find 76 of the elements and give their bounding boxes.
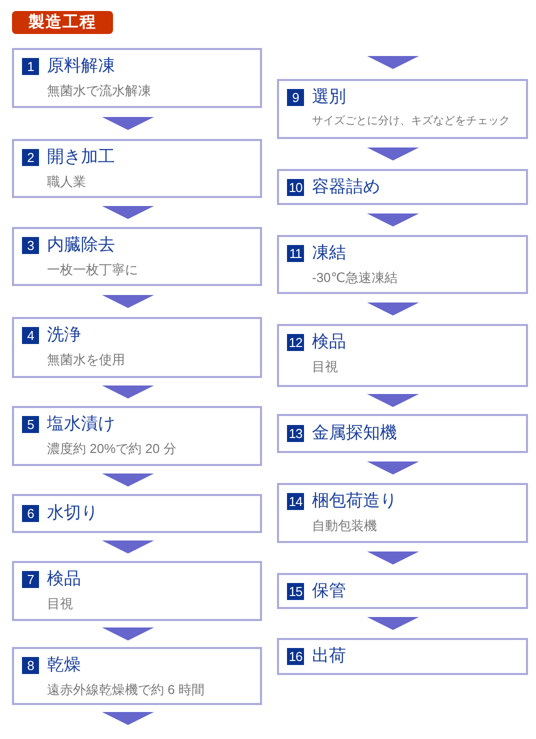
process-box: [277, 79, 528, 139]
process-box: [277, 169, 528, 205]
arrow: [367, 56, 419, 69]
process-box: [12, 561, 262, 621]
step-description: 濃度約 20%で約 20 分: [47, 441, 176, 456]
step-title: 開き加工: [47, 148, 115, 166]
arrow: [102, 295, 154, 308]
step-description: 目視: [312, 359, 338, 374]
step-description: 自動包装機: [312, 518, 377, 533]
step-number-badge: 10: [287, 179, 304, 196]
arrow: [367, 462, 419, 474]
step-title: 内臓除去: [47, 236, 115, 254]
arrow: [367, 302, 419, 316]
arrow: [102, 540, 154, 554]
step-number-badge: 15: [287, 583, 304, 600]
step-description: 一枚一枚丁寧に: [47, 262, 138, 277]
process-box: [277, 638, 528, 675]
step-title: 凍結: [312, 244, 346, 262]
step-number-badge: 6: [22, 505, 39, 522]
arrow: [102, 117, 154, 130]
step-description: 職人業: [47, 174, 86, 189]
step-number-badge: 3: [22, 237, 39, 254]
step-title: 検品: [47, 570, 81, 588]
arrow: [102, 206, 154, 219]
step-number-badge: 5: [22, 416, 39, 433]
step-number-badge: 1: [22, 58, 39, 75]
step-number-badge: 7: [22, 571, 39, 588]
step-title: 出荷: [312, 647, 346, 665]
step-title: 水切り: [47, 504, 98, 522]
arrow: [102, 386, 154, 398]
step-number-badge: 8: [22, 657, 39, 674]
process-box: [277, 414, 528, 453]
step-description: 無菌水で流水解凍: [47, 83, 151, 98]
step-title: 梱包荷造り: [312, 492, 397, 510]
step-title: 原料解凍: [47, 57, 115, 75]
process-box: [12, 48, 262, 108]
step-title: 金属探知機: [312, 424, 397, 442]
step-number-badge: 9: [287, 89, 304, 106]
step-title: 洗浄: [47, 326, 81, 344]
process-box: [277, 235, 528, 294]
process-box: [277, 573, 528, 609]
step-title: 乾燥: [47, 656, 81, 674]
step-description: 目視: [47, 596, 73, 611]
process-box: [12, 139, 262, 198]
process-box: [12, 647, 262, 705]
arrow: [102, 712, 154, 725]
process-box: [12, 406, 262, 466]
step-title: 選別: [312, 88, 346, 106]
step-title: 保管: [312, 582, 346, 600]
heading-tab: 製造工程: [12, 11, 113, 34]
arrow: [367, 617, 419, 630]
arrow: [367, 214, 419, 226]
arrow: [367, 394, 419, 407]
step-number-badge: 11: [287, 245, 304, 262]
process-box: [12, 317, 262, 378]
step-title: 容器詰め: [312, 178, 380, 196]
step-title: 塩水漬け: [47, 415, 115, 433]
step-number-badge: 14: [287, 493, 304, 510]
step-number-badge: 2: [22, 149, 39, 166]
step-number-badge: 13: [287, 425, 304, 442]
step-title: 検品: [312, 333, 346, 351]
step-description: 無菌水を使用: [47, 352, 125, 367]
process-box: [12, 494, 262, 533]
step-number-badge: 16: [287, 648, 304, 665]
step-description: サイズごとに分け、キズなどをチェック: [312, 114, 510, 129]
process-box: [277, 324, 528, 387]
arrow: [102, 474, 154, 486]
arrow: [102, 628, 154, 640]
step-number-badge: 12: [287, 334, 304, 351]
arrow: [367, 148, 419, 160]
process-box: [12, 227, 262, 286]
process-box: [277, 483, 528, 543]
step-number-badge: 4: [22, 327, 39, 344]
step-description: -30℃急速凍結: [312, 270, 398, 285]
step-description: 遠赤外線乾燥機で約 6 時間: [47, 682, 204, 697]
arrow: [367, 552, 419, 564]
